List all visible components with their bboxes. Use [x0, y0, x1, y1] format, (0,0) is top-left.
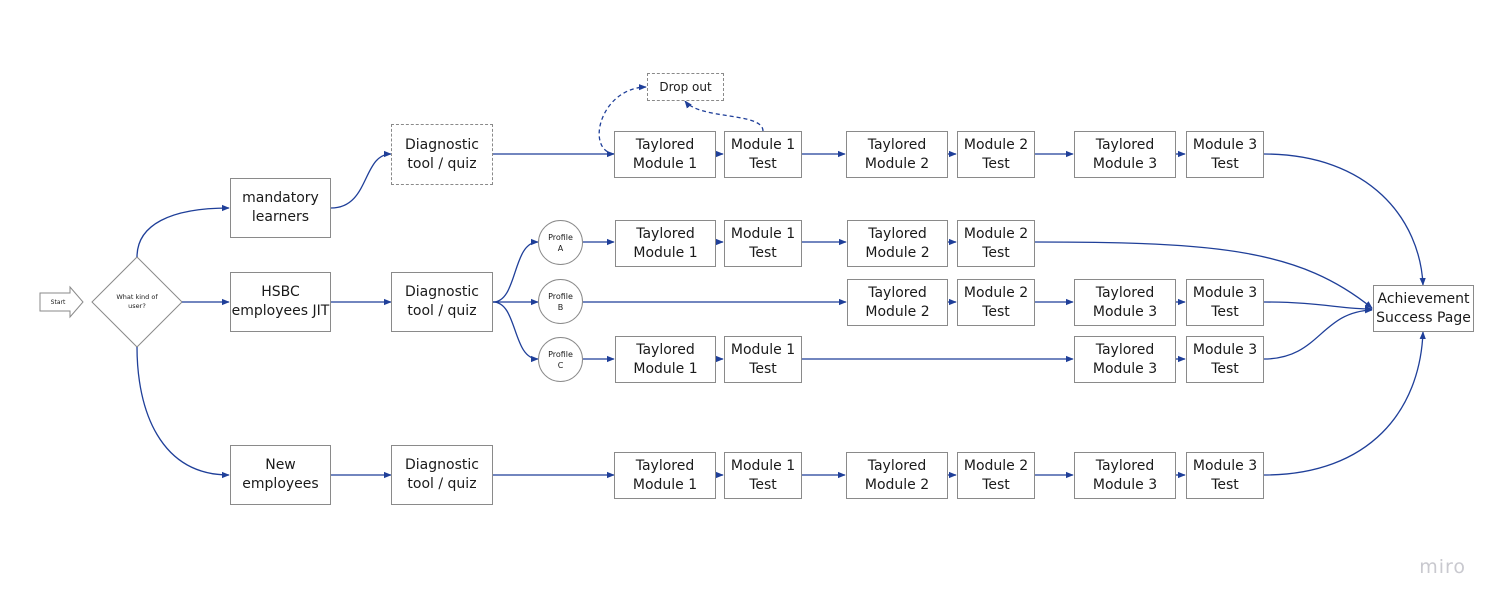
r1-module-3-test[interactable]: Module 3 Test — [1186, 131, 1264, 178]
diagnostic-node-mandatory[interactable]: Diagnostic tool / quiz — [391, 124, 493, 185]
edge-r1-t3-achievement — [1263, 153, 1426, 286]
user-mandatory-node[interactable]: mandatory learners — [230, 178, 331, 238]
achievement-node[interactable]: Achievement Success Page — [1373, 285, 1474, 332]
a-module-2-test[interactable]: Module 2 Test — [957, 220, 1035, 267]
edge-diag-profile-c — [492, 301, 539, 363]
profile-b-node[interactable]: Profile B — [538, 279, 583, 324]
edge-c-t3-achievement — [1263, 307, 1373, 360]
r1-module-1-test[interactable]: Module 1 Test — [724, 131, 802, 178]
edge-test-to-dropout — [684, 100, 764, 132]
profile-a-node[interactable]: Profile A — [538, 220, 583, 265]
b-module-3-test[interactable]: Module 3 Test — [1186, 279, 1264, 326]
edge-decision-new — [136, 346, 230, 479]
user-hsbc-node[interactable]: HSBC employees JIT — [230, 272, 331, 332]
c-module-1-test[interactable]: Module 1 Test — [724, 336, 802, 383]
a-module-1-test[interactable]: Module 1 Test — [724, 220, 802, 267]
r4-module-3-test[interactable]: Module 3 Test — [1186, 452, 1264, 499]
edge-r4-t3-achievement — [1263, 331, 1426, 476]
c-taylored-module-1[interactable]: Taylored Module 1 — [615, 336, 716, 383]
miro-watermark: miro — [1419, 556, 1466, 578]
r4-taylored-module-1[interactable]: Taylored Module 1 — [614, 452, 716, 499]
r1-taylored-module-2[interactable]: Taylored Module 2 — [846, 131, 948, 178]
edge-a-t2-achievement — [1034, 241, 1373, 309]
r4-module-2-test[interactable]: Module 2 Test — [957, 452, 1035, 499]
b-taylored-module-3[interactable]: Taylored Module 3 — [1074, 279, 1176, 326]
edge-dropout-loop — [598, 84, 647, 155]
r1-taylored-module-1[interactable]: Taylored Module 1 — [614, 131, 716, 178]
r4-taylored-module-2[interactable]: Taylored Module 2 — [846, 452, 948, 499]
profile-c-node[interactable]: Profile C — [538, 337, 583, 382]
dropout-node[interactable]: Drop out — [647, 73, 724, 101]
r1-module-2-test[interactable]: Module 2 Test — [957, 131, 1035, 178]
c-module-3-test[interactable]: Module 3 Test — [1186, 336, 1264, 383]
r4-module-1-test[interactable]: Module 1 Test — [724, 452, 802, 499]
r4-taylored-module-3[interactable]: Taylored Module 3 — [1074, 452, 1176, 499]
diagnostic-node-hsbc[interactable]: Diagnostic tool / quiz — [391, 272, 493, 332]
c-taylored-module-3[interactable]: Taylored Module 3 — [1074, 336, 1176, 383]
decision-diamond — [91, 256, 183, 348]
edge-b-t3-achievement — [1263, 301, 1373, 313]
a-taylored-module-1[interactable]: Taylored Module 1 — [615, 220, 716, 267]
diagnostic-node-new[interactable]: Diagnostic tool / quiz — [391, 445, 493, 505]
r1-taylored-module-3[interactable]: Taylored Module 3 — [1074, 131, 1176, 178]
edge-mandatory-diag — [330, 150, 392, 209]
b-module-2-test[interactable]: Module 2 Test — [957, 279, 1035, 326]
a-taylored-module-2[interactable]: Taylored Module 2 — [847, 220, 948, 267]
user-new-node[interactable]: New employees — [230, 445, 331, 505]
start-arrow-shape — [39, 285, 84, 319]
edge-decision-mandatory — [136, 204, 230, 258]
b-taylored-module-2[interactable]: Taylored Module 2 — [847, 279, 948, 326]
edge-diag-profile-a — [492, 238, 539, 303]
